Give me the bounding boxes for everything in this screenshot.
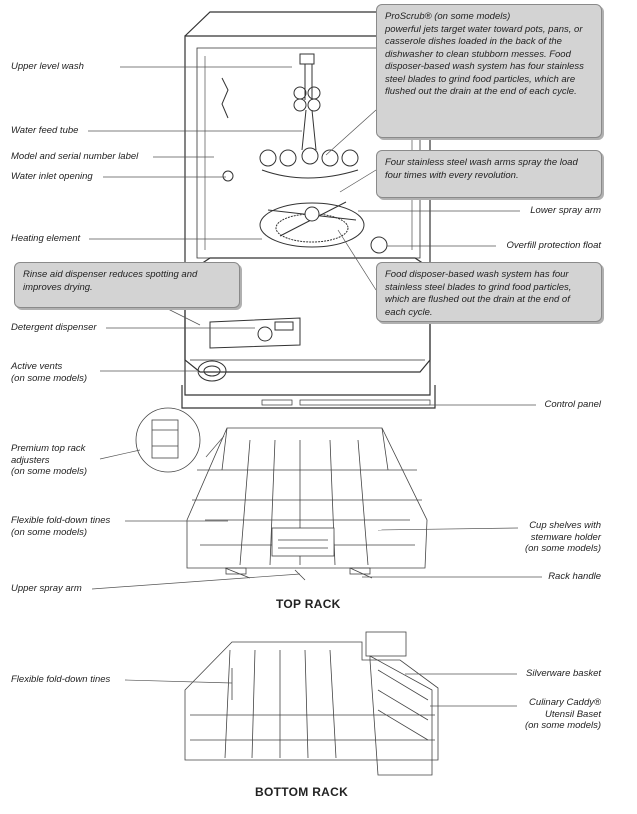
label-premium-adjusters-line1: Premium top rack xyxy=(11,443,86,454)
adjuster-inset xyxy=(135,407,201,473)
label-water-inlet: Water inlet opening xyxy=(11,171,93,182)
label-upper-level-wash: Upper level wash xyxy=(11,61,84,72)
lower-spray-arm xyxy=(259,201,388,254)
proscrub-jets xyxy=(259,147,359,179)
heading-bottom-rack: BOTTOM RACK xyxy=(255,785,349,799)
label-model-serial: Model and serial number label xyxy=(11,151,139,162)
label-silverware-basket: Silverware basket xyxy=(526,668,601,679)
rinse-aid-callout: Rinse aid dispenser reduces spotting and… xyxy=(14,262,240,308)
label-fold-tines-top: Flexible fold-down tines (on some models… xyxy=(11,515,110,538)
label-water-feed-tube: Water feed tube xyxy=(11,125,79,136)
label-active-vents: Active vents (on some models) xyxy=(11,361,87,384)
label-upper-spray-arm: Upper spray arm xyxy=(11,583,82,594)
wash-arms-callout-text: Four stainless steel wash arms spray the… xyxy=(385,157,578,181)
label-cup-shelves: Cup shelves with stemware holder (on som… xyxy=(525,520,601,555)
label-fold-tines-top-line1: Flexible fold-down tines xyxy=(11,515,111,526)
label-heating-element: Heating element xyxy=(11,233,81,244)
label-culinary-caddy: Culinary Caddy® Utensil Baset (on some m… xyxy=(525,697,601,732)
label-premium-adjusters-line3: (on some models) xyxy=(11,466,88,477)
label-cup-shelves-line3: (on some models) xyxy=(524,543,601,554)
label-fold-tines-top-line2: (on some models) xyxy=(11,526,88,538)
proscrub-callout-title: ProScrub® (on some models) xyxy=(385,11,511,22)
food-disposer-callout-text: Food disposer-based wash system has four… xyxy=(385,269,572,318)
label-cup-shelves-line1: Cup shelves with xyxy=(529,520,601,531)
label-fold-tines-bottom: Flexible fold-down tines xyxy=(11,674,111,685)
heading-top-rack: TOP RACK xyxy=(276,597,341,611)
label-active-vents-line2: (on some models) xyxy=(11,372,88,384)
label-culinary-caddy-line1: Culinary Caddy® xyxy=(529,697,601,708)
label-premium-adjusters: Premium top rack adjusters (on some mode… xyxy=(11,443,87,478)
label-premium-adjusters-line2: adjusters xyxy=(11,454,50,466)
detergent-dispenser-art xyxy=(197,317,301,382)
food-disposer-callout: Food disposer-based wash system has four… xyxy=(376,262,602,322)
label-culinary-caddy-line2: Utensil Baset xyxy=(545,708,601,720)
proscrub-callout-body: powerful jets target water toward pots, … xyxy=(385,23,584,98)
leader-lines xyxy=(88,66,542,707)
rinse-aid-callout-text: Rinse aid dispenser reduces spotting and… xyxy=(23,269,198,293)
bottom-rack-art xyxy=(184,631,439,776)
label-cup-shelves-line2: stemware holder xyxy=(530,531,601,543)
wash-arms-callout: Four stainless steel wash arms spray the… xyxy=(376,150,602,198)
label-rack-handle: Rack handle xyxy=(548,571,601,582)
top-rack-art xyxy=(186,427,428,581)
label-detergent-dispenser: Detergent dispenser xyxy=(11,322,97,333)
feed-tube xyxy=(293,53,321,151)
label-control-panel: Control panel xyxy=(544,399,601,410)
proscrub-callout: ProScrub® (on some models) powerful jets… xyxy=(376,4,602,138)
label-active-vents-line1: Active vents xyxy=(11,361,63,372)
label-lower-spray-arm: Lower spray arm xyxy=(530,205,601,216)
label-overfill-float: Overfill protection float xyxy=(506,240,601,251)
label-culinary-caddy-line3: (on some models) xyxy=(524,720,601,731)
